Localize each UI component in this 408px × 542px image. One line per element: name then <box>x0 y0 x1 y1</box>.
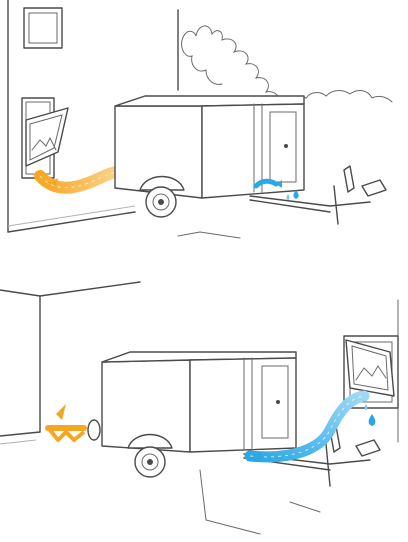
top-panel <box>8 0 392 238</box>
bottom-panel <box>0 282 398 534</box>
tree-outline-icon <box>182 26 392 104</box>
arrow-icon <box>48 404 100 440</box>
trailer-icon <box>115 96 386 238</box>
upper-window <box>24 8 62 48</box>
trailer-icon <box>102 352 380 534</box>
window-icon <box>22 98 68 178</box>
